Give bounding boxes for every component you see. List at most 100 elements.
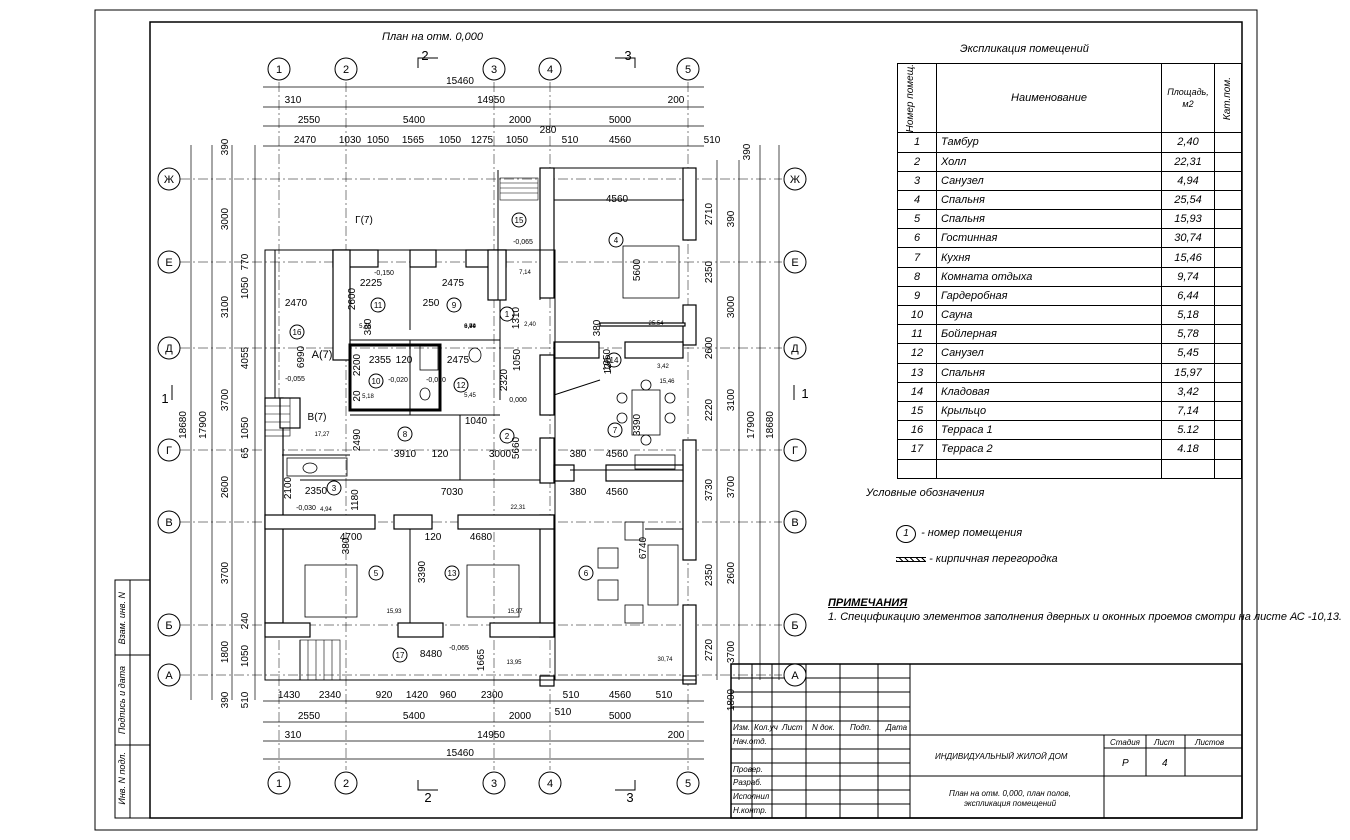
- inner-dim: 2350: [305, 486, 328, 497]
- stamp-h4: Подп.: [850, 723, 872, 732]
- stamp-role-4: Н.контр.: [733, 806, 767, 815]
- stamp-role-3: Исполнил: [733, 792, 770, 801]
- dim-left-outer: 3700: [220, 561, 231, 584]
- explication-cell-cat: [1214, 228, 1242, 249]
- grid-row-bubble-icon: [157, 438, 181, 462]
- grid-row-label: Б: [791, 620, 798, 632]
- room-area-label: 3,42: [657, 364, 669, 370]
- dim-top-row3: 1050: [506, 135, 529, 146]
- dim-left-outer: 3100: [220, 295, 231, 318]
- explication-cell-name: Спальня: [936, 362, 1162, 383]
- explication-cell-num: 5: [897, 209, 937, 230]
- section-label: 1: [161, 391, 168, 406]
- chair-icon: [624, 521, 644, 541]
- brick-partition-icon: [896, 556, 926, 562]
- explication-cell-name: Терраса 1: [936, 420, 1162, 441]
- explication-cell-name: Комната отдыха: [936, 266, 1162, 287]
- explication-cell-blank: [1214, 458, 1242, 479]
- section-label: 2: [424, 790, 431, 805]
- grid-column-bubble-icon: [334, 771, 358, 795]
- grid-row-bubble-icon: [783, 336, 807, 360]
- inner-dim: 5600: [632, 258, 643, 281]
- dim-top-row3: 1030: [339, 135, 362, 146]
- grid-column-bubble-icon: [482, 57, 506, 81]
- grid-column-label: 1: [276, 778, 282, 790]
- room-number: 17: [396, 651, 405, 660]
- bed-room5-icon: [304, 564, 358, 618]
- explication-cell-cat: [1214, 189, 1242, 211]
- room-marker-icon: [511, 212, 527, 228]
- header-name: Наименование: [936, 62, 1162, 134]
- grid-row-label: Е: [165, 257, 172, 269]
- grid-column-label: 5: [685, 778, 691, 790]
- inner-dim: 380: [570, 487, 587, 498]
- armchair-icon-2: [597, 579, 619, 601]
- legend-room-marker-text: - номер помещения: [921, 527, 1023, 539]
- dim-left-sub: 17900: [198, 411, 209, 439]
- dim-left-outer: 390: [220, 138, 231, 155]
- inner-dim: 6990: [296, 345, 307, 368]
- dim-bottom-total: 15460: [446, 748, 474, 759]
- walls: [264, 167, 697, 687]
- room-marker-icon: [392, 647, 408, 663]
- dim-left-inner: 4055: [240, 346, 251, 369]
- inner-dim: 1050: [602, 348, 613, 371]
- explication-title: Экспликация помещений: [960, 43, 1089, 55]
- inner-dim: 4560: [606, 194, 629, 205]
- level-mark: 0,000: [509, 397, 527, 404]
- room-marker-icon: [578, 565, 594, 581]
- grid-column-bubble-icon: [676, 771, 700, 795]
- grid-row-bubble-icon: [157, 250, 181, 274]
- explication-cell-area: 2,40: [1161, 132, 1215, 153]
- explication-cell-cat: [1214, 439, 1242, 460]
- legend-partition-text: - кирпичная перегородка: [929, 553, 1058, 565]
- room-marker-icon: [499, 428, 515, 444]
- room-marker-sample-icon: 1: [896, 525, 916, 543]
- explication-cell-name: Спальня: [936, 209, 1162, 230]
- grid-column-label: 3: [491, 64, 497, 76]
- explication-cell-blank: [1161, 458, 1215, 479]
- dim-right-outer: 3700: [726, 640, 737, 663]
- grid-row-label: Ж: [790, 174, 800, 186]
- stamp-h5: Дата: [886, 723, 908, 732]
- explication-cell-num: 3: [897, 170, 937, 191]
- room-number: 3: [332, 484, 337, 493]
- dim-right-inner: 2220: [704, 398, 715, 421]
- inner-dim: 2320: [499, 368, 510, 391]
- explication-cell-name: Тамбур: [936, 132, 1162, 153]
- inner-dim: 6740: [638, 536, 649, 559]
- explication-cell-num: 10: [897, 304, 937, 326]
- explication-cell-area: 6,44: [1161, 285, 1215, 307]
- explication-cell-num: 2: [897, 151, 937, 172]
- stamp-role-2: Разраб.: [733, 778, 762, 787]
- explication-cell-cat: [1214, 151, 1242, 172]
- left-side-strip: [114, 579, 151, 819]
- stamp-sheet: 4: [1162, 758, 1168, 769]
- explication-cell-area: 15,97: [1161, 362, 1215, 383]
- inner-dim: 120: [396, 355, 413, 366]
- explication-cell-num: 4: [897, 189, 937, 211]
- room-area-label: 6,44: [464, 324, 476, 330]
- room-marker-icon: [446, 297, 462, 313]
- dimension-lines: [190, 86, 780, 760]
- explication-cell-area: 3,42: [1161, 381, 1215, 402]
- level-mark: -0,030: [296, 505, 316, 512]
- dim-bottom-row1: 960: [440, 690, 457, 701]
- explication-cell-name: Гардеробная: [936, 285, 1162, 307]
- dim-left-outer: 3700: [220, 388, 231, 411]
- dim-left-inner: 770: [240, 253, 251, 270]
- dim-right-outer: 2600: [726, 561, 737, 584]
- inner-dim: 3910: [394, 449, 417, 460]
- inner-dim: 3000: [489, 449, 512, 460]
- explication-cell-area: 7,14: [1161, 400, 1215, 422]
- dim-right-outer: 1800: [726, 688, 737, 711]
- dim-top-row1: 200: [668, 95, 685, 106]
- room-number: 16: [293, 328, 302, 337]
